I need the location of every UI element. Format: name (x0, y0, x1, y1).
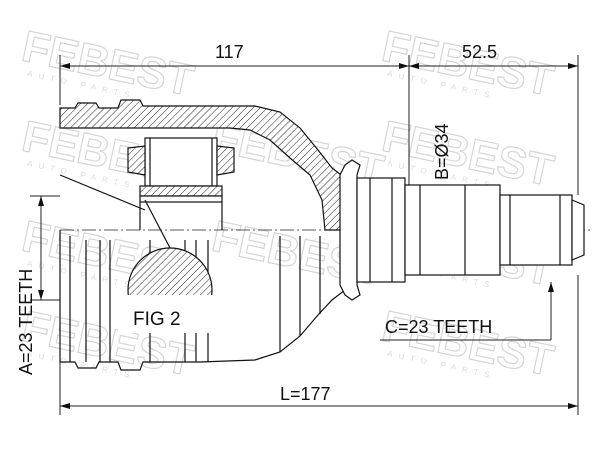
fig2-detail (59, 174, 214, 333)
shaft (339, 159, 585, 301)
dim-l177: L=177 (280, 384, 331, 404)
dim-117: 117 (215, 42, 244, 62)
dim-a-teeth: A=23 TEETH (16, 269, 36, 375)
tripod-roller (127, 137, 235, 230)
dim-c-teeth: C=23 TEETH (385, 317, 492, 337)
fig2-label: FIG 2 (133, 309, 181, 330)
dim-b34: B=Ø34 (432, 123, 452, 180)
dim-52-5: 52.5 (462, 42, 497, 62)
